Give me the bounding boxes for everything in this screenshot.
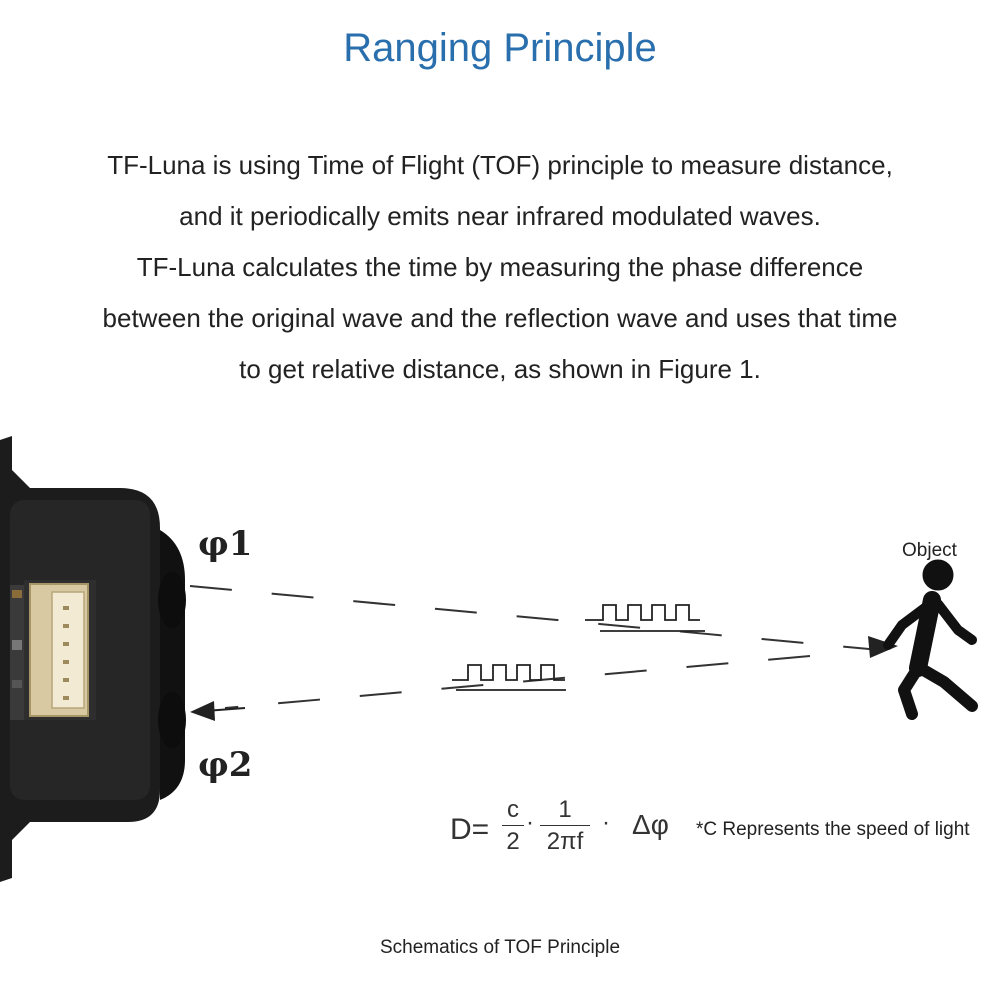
fraction-denominator: 2	[506, 828, 520, 855]
description-line: to get relative distance, as shown in Fi…	[239, 354, 761, 384]
object-label: Object	[902, 540, 957, 561]
walking-person-icon	[883, 559, 978, 720]
connector	[24, 580, 96, 720]
speed-of-light-note: *C Represents the speed of light	[696, 819, 970, 840]
fraction-numerator: c	[507, 796, 519, 823]
description-line: and it periodically emits near infrared …	[179, 201, 821, 231]
emitted-beam	[189, 585, 881, 651]
fraction-denominator: 2πf	[546, 828, 584, 855]
emitted-square-wave	[585, 604, 705, 632]
description-line: TF-Luna is using Time of Flight (TOF) pr…	[107, 150, 893, 180]
multiply-dot: ·	[602, 809, 610, 836]
description-line: between the original wave and the reflec…	[102, 303, 898, 333]
page-title: Ranging Principle	[343, 26, 657, 70]
phi2-label: φ2	[198, 745, 253, 785]
formula-lhs: D=	[450, 813, 490, 846]
fraction-numerator: 1	[558, 796, 572, 823]
delta-phi: Δφ	[632, 809, 669, 840]
emitted-arrowhead	[868, 636, 898, 658]
fraction-1-over-2pif: 1 2πf	[540, 797, 590, 856]
phi1-label: φ1	[198, 524, 253, 564]
description-line: TF-Luna calculates the time by measuring…	[136, 252, 864, 282]
tof-diagram	[0, 436, 978, 882]
fraction-c-over-2: c 2	[502, 797, 524, 856]
reflected-arrowhead	[190, 701, 215, 721]
reflected-beam	[224, 655, 811, 709]
figure-caption: Schematics of TOF Principle	[379, 937, 621, 958]
multiply-dot: ·	[526, 809, 534, 836]
description: TF-Luna is using Time of Flight (TOF) pr…	[0, 140, 1000, 395]
reflected-square-wave	[452, 664, 566, 691]
